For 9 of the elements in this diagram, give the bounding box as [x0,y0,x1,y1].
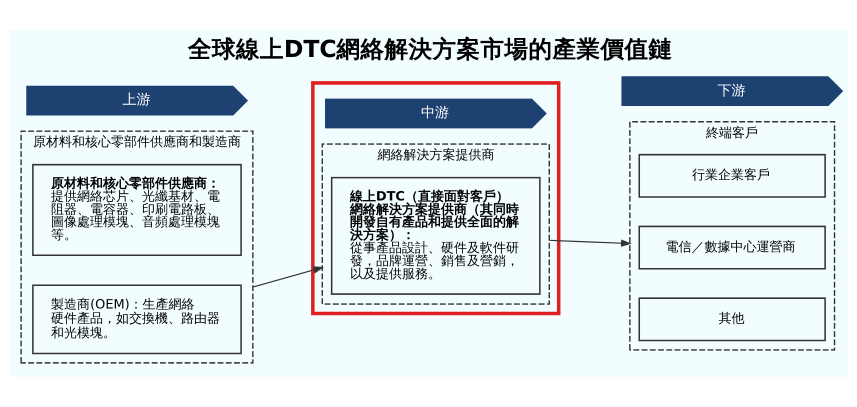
node-box: 原材料和核心零部件供應商： 提供網絡芯片、光纖基材、電阻器、電容器、印刷電路板、圖像處理模塊、音頻處理模塊等。 [32,164,242,256]
arrow [548,240,632,247]
arrow [252,266,324,288]
node-box: 線上DTC（直接面對客戶）網絡解決方案提供商（其同時開發自有產品和提供全面的解決方案）： 從事產品設計、硬件及軟件研發，品牌運營、銷售及營銷，以及提供服務。 [330,176,540,295]
diagram-title: 全球線上DTC網絡解決方案市場的產業價值鏈 [187,35,672,64]
node-box: 製造商(OEM)：生產網絡硬件產品，如交換機、路由器和光模塊。 [32,284,242,354]
node-box: 電信／數據中心運營商 [638,226,826,270]
node-box: 行業企業客戶 [638,154,826,198]
node-box: 其他 [638,297,826,342]
